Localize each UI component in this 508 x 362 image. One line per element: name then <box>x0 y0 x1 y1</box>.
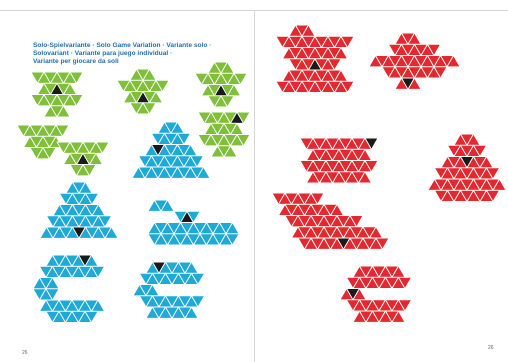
blue-figure-1 <box>132 122 210 178</box>
blue-figure-3 <box>40 182 118 238</box>
page-number-right: 26 <box>488 345 494 351</box>
blue-figure-5 <box>133 262 205 318</box>
page-number-left: 26 <box>22 350 28 356</box>
red-figure-1 <box>276 25 354 93</box>
red-figure-2 <box>369 33 460 89</box>
red-figure-5 <box>272 193 389 249</box>
green-figure-1 <box>31 72 83 117</box>
green-figure-6 <box>198 112 250 157</box>
blue-figure-4 <box>33 255 105 323</box>
green-figure-2 <box>117 69 169 114</box>
green-figure-3 <box>195 62 247 107</box>
red-figure-3 <box>300 138 378 183</box>
red-figure-6 <box>340 266 412 322</box>
blue-figure-2 <box>148 200 239 245</box>
green-figure-5 <box>57 142 109 176</box>
red-figure-4 <box>428 134 506 202</box>
